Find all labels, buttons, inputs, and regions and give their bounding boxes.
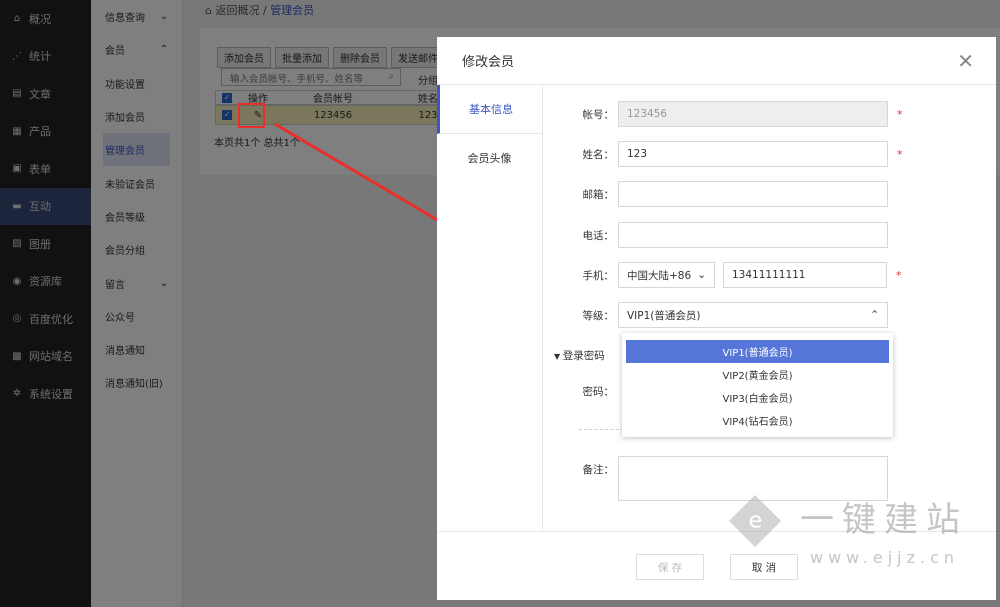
- email-field[interactable]: [618, 181, 888, 207]
- modal-title: 修改会员: [462, 55, 515, 70]
- close-icon[interactable]: ✕: [957, 48, 974, 73]
- level-option[interactable]: VIP4(钻石会员): [722, 417, 793, 428]
- country-code-select[interactable]: 中国大陆+86⌄: [618, 262, 715, 288]
- modal-footer: 保 存 取 消: [437, 531, 996, 600]
- login-password-toggle[interactable]: ▼ 登录密码: [554, 350, 605, 362]
- level-option[interactable]: VIP3(白金会员): [722, 394, 793, 405]
- tab-avatar[interactable]: 会员头像: [467, 152, 512, 165]
- name-field[interactable]: 123: [618, 141, 888, 167]
- cancel-button[interactable]: 取 消: [730, 554, 798, 580]
- level-dropdown: VIP1(普通会员) VIP2(黄金会员) VIP3(白金会员) VIP4(钻石…: [622, 333, 893, 437]
- modal-tabs: 基本信息 会员头像: [437, 85, 543, 531]
- level-select[interactable]: VIP1(普通会员)⌃: [618, 302, 888, 328]
- chevron-up-icon: ⌃: [870, 309, 879, 321]
- save-button[interactable]: 保 存: [636, 554, 704, 580]
- account-field: 123456: [618, 101, 888, 127]
- annotation-box: [238, 103, 265, 128]
- remark-textarea[interactable]: [618, 456, 888, 501]
- caret-down-icon: ▼: [554, 352, 563, 361]
- tab-basic-info[interactable]: 基本信息: [437, 85, 542, 134]
- divider: [579, 429, 629, 430]
- phone-field[interactable]: [618, 222, 888, 248]
- mobile-field[interactable]: 13411111111: [723, 262, 887, 288]
- edit-member-modal: 修改会员✕ 基本信息 会员头像 帐号：123456* 姓名：123* 邮箱： 电…: [437, 37, 996, 600]
- level-option[interactable]: VIP1(普通会员): [626, 340, 889, 363]
- level-option[interactable]: VIP2(黄金会员): [722, 371, 793, 382]
- chevron-down-icon: ⌄: [697, 269, 706, 281]
